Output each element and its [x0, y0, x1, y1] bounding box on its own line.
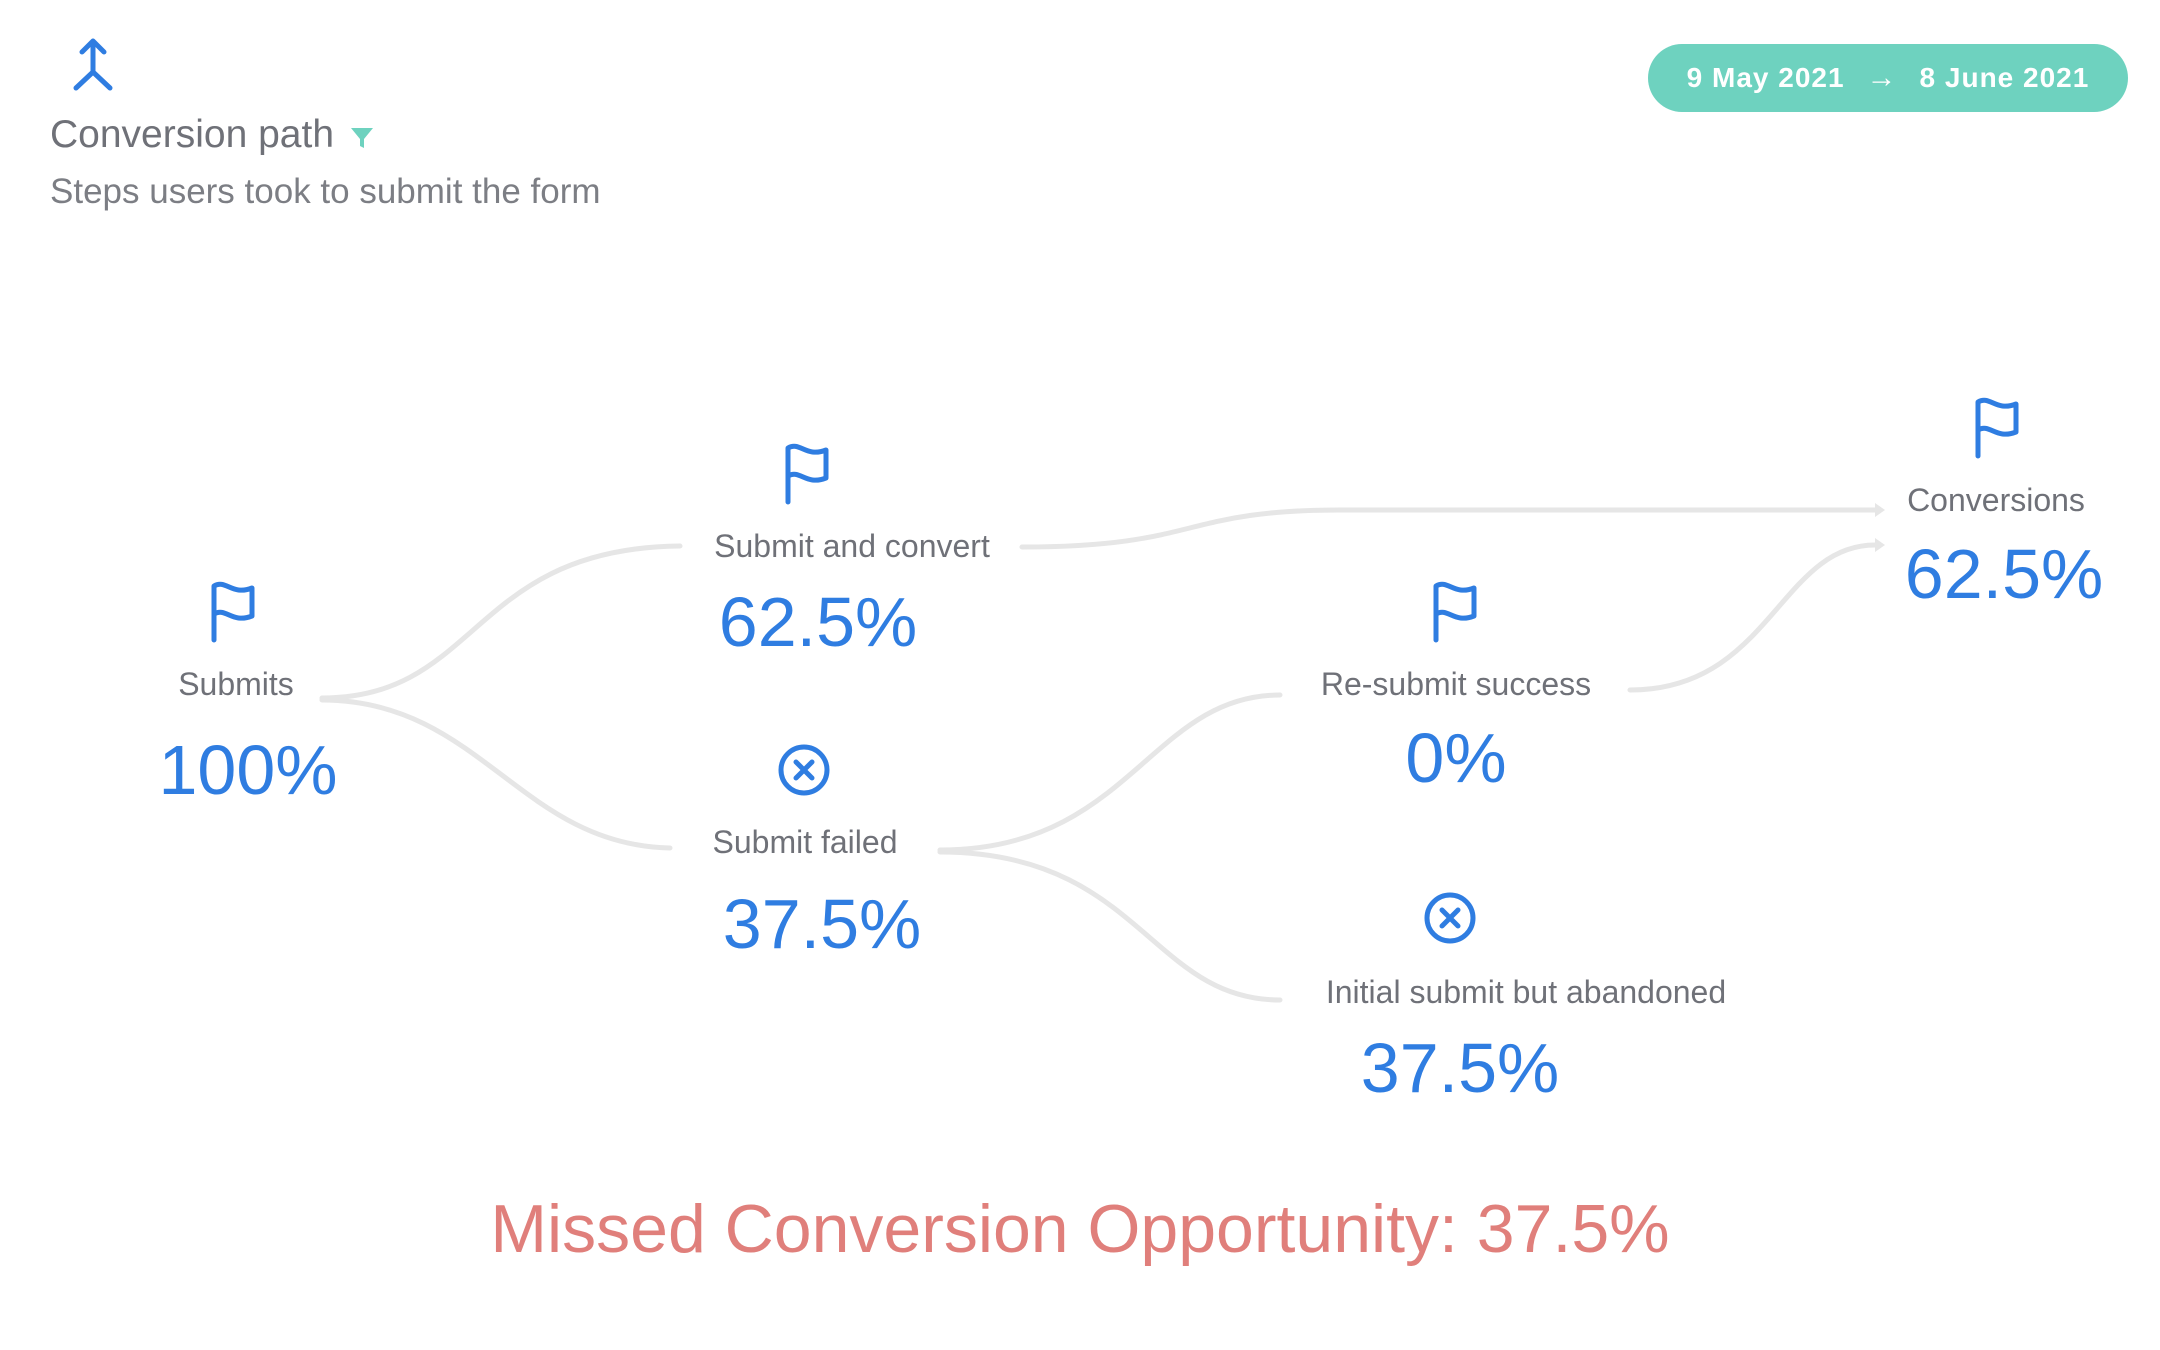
flag-icon	[785, 443, 829, 505]
link-convert-to-conversions	[1019, 507, 1878, 550]
filter-icon[interactable]	[350, 126, 374, 150]
arrowhead-icon	[1875, 503, 1885, 517]
link-submits-to-convert	[319, 543, 683, 701]
arrowhead-icon	[1875, 538, 1885, 552]
node-label-submits: Submits	[178, 666, 294, 702]
cancel-circle-icon	[778, 744, 830, 796]
link-resubmit-to-conversions	[1627, 542, 1878, 693]
date-range-pill[interactable]: 9 May 2021 → 8 June 2021	[1648, 44, 2128, 112]
flag-icon	[1433, 581, 1477, 643]
node-value-resubmit-success: 0%	[1405, 719, 1507, 797]
merge-arrow-icon	[73, 38, 113, 91]
link-submits-to-failed	[319, 697, 673, 851]
title-row: Conversion path	[50, 110, 374, 160]
link-failed-to-abandoned	[937, 849, 1283, 1003]
flag-icon	[211, 581, 255, 643]
node-label-resubmit-success: Re-submit success	[1320, 666, 1592, 702]
date-start: 9 May 2021	[1686, 62, 1845, 93]
node-label-submit-convert: Submit and convert	[714, 528, 990, 564]
node-value-submit-failed: 37.5%	[722, 885, 922, 963]
node-label-submit-failed: Submit failed	[712, 824, 898, 860]
flag-icon	[1975, 397, 2019, 459]
node-value-submit-convert: 62.5%	[718, 583, 918, 661]
cancel-circle-icon	[1424, 892, 1476, 944]
missed-conversion-text: Missed Conversion Opportunity: 37.5%	[490, 1191, 1670, 1267]
link-failed-to-resubmit	[937, 692, 1283, 853]
node-value-conversions: 62.5%	[1904, 535, 2104, 613]
arrow-right-icon: →	[1866, 61, 1898, 94]
date-end: 8 June 2021	[1919, 62, 2090, 93]
node-label-conversions: Conversions	[1907, 482, 2085, 518]
node-label-abandoned: Initial submit but abandoned	[1325, 974, 1727, 1010]
node-value-submits: 100%	[158, 731, 338, 809]
page-subtitle: Steps users took to submit the form	[50, 172, 601, 211]
page-title: Conversion path	[50, 113, 335, 156]
node-value-abandoned: 37.5%	[1360, 1029, 1560, 1107]
